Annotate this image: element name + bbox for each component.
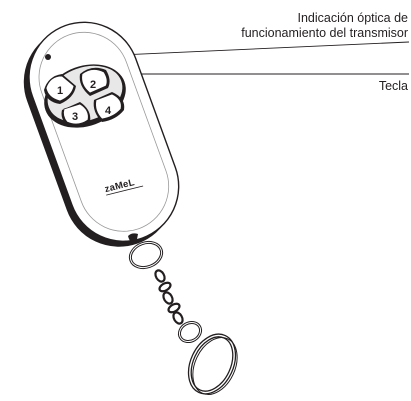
button-1[interactable]: 1 <box>44 74 76 104</box>
key-callout-label: Tecla <box>378 79 408 93</box>
remote-body <box>23 21 180 247</box>
button-3[interactable]: 3 <box>61 102 91 127</box>
split-key-ring <box>187 333 238 395</box>
button-4[interactable]: 4 <box>93 92 125 122</box>
key-ring-attachment <box>128 233 164 270</box>
button-3-label: 3 <box>72 111 78 123</box>
button-1-label: 1 <box>57 85 63 97</box>
button-2-label: 2 <box>90 79 96 91</box>
led-indicator-icon <box>45 54 51 60</box>
led-callout-label-line1: Indicación óptica de <box>297 11 409 25</box>
remote-face-inner <box>38 31 170 232</box>
button-4-label: 4 <box>105 105 112 117</box>
led-callout-label-line2: funcionamiento del transmisor <box>241 26 408 40</box>
button-2[interactable]: 2 <box>79 67 110 96</box>
button-cluster: 1 2 3 4 <box>44 64 126 128</box>
key-chain <box>154 269 184 325</box>
